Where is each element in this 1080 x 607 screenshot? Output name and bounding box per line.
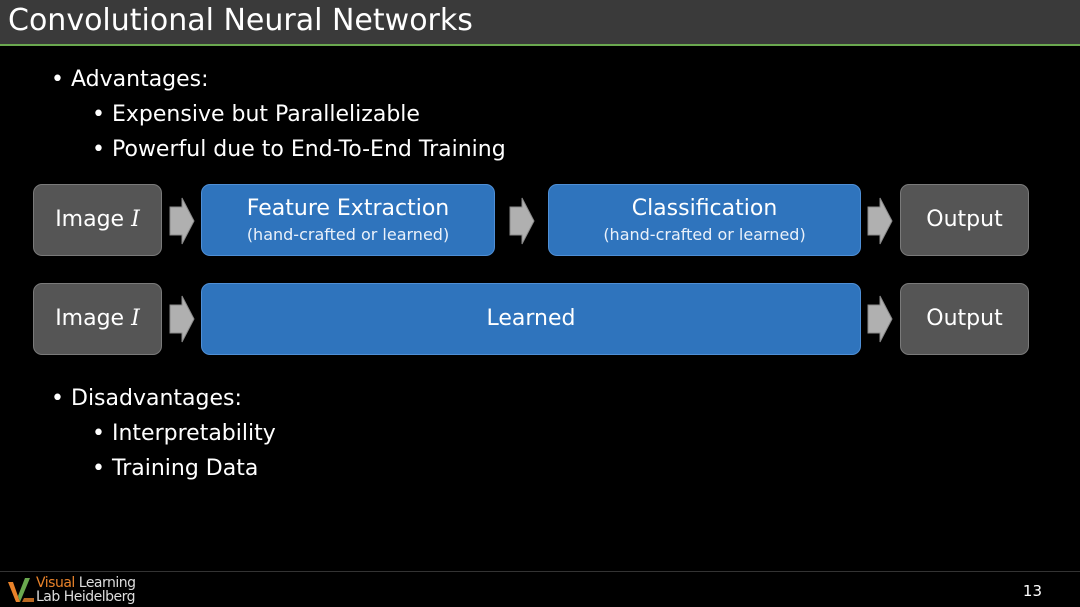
feature-extraction-title: Feature Extraction [246, 195, 450, 221]
classification-box: Classification (hand-crafted or learned) [548, 184, 861, 256]
pipeline1-output-box: Output [900, 184, 1029, 256]
advantages-heading-text: Advantages: [71, 67, 209, 92]
feature-extraction-box: Feature Extraction (hand-crafted or lear… [201, 184, 495, 256]
classification-title: Classification [631, 195, 778, 221]
visual-learning-lab-logo: Visual Learning Lab Heidelberg [6, 576, 136, 606]
advantages-heading: • Advantages: [51, 67, 209, 92]
disadvantage-item: • Training Data [92, 456, 259, 481]
bullet-dot: • [92, 137, 105, 162]
logo-lab: Lab [36, 589, 60, 605]
arrow-right-icon [509, 197, 535, 245]
pipeline1-input-box: Image I [33, 184, 162, 256]
classification-subtitle: (hand-crafted or learned) [603, 224, 806, 244]
slide-title: Convolutional Neural Networks [8, 3, 473, 38]
arrow-right-icon [867, 295, 893, 343]
pipeline2-input-box: Image I [33, 283, 162, 355]
logo-line1: Visual Learning [36, 576, 136, 591]
page-number: 13 [1022, 582, 1042, 600]
footer-divider [0, 571, 1080, 572]
disadvantage-item: • Interpretability [92, 421, 276, 446]
input-label-text: Image [55, 207, 125, 232]
title-bar: Convolutional Neural Networks [0, 0, 1080, 46]
arrow-right-icon [169, 295, 195, 343]
logo-isual: isual [44, 575, 76, 591]
vll-logo-icon [8, 578, 34, 602]
pipeline2-output-box: Output [900, 283, 1029, 355]
pipeline2-output-label: Output [926, 306, 1003, 331]
logo-heidelberg: Heidelberg [59, 589, 136, 605]
disadvantages-heading: • Disadvantages: [51, 386, 242, 411]
input-var: I [131, 207, 140, 232]
logo-line2: Lab Heidelberg [36, 589, 136, 605]
bullet-dot: • [51, 67, 64, 92]
disadvantage-item-text: Interpretability [112, 421, 276, 446]
advantage-item-text: Powerful due to End-To-End Training [112, 137, 506, 162]
learned-box: Learned [201, 283, 861, 355]
pipeline1-input-label: Image I [55, 207, 140, 233]
feature-extraction-subtitle: (hand-crafted or learned) [246, 224, 450, 244]
pipeline2-input-label: Image I [55, 306, 140, 332]
advantage-item: • Expensive but Parallelizable [92, 102, 420, 127]
arrow-right-icon [169, 197, 195, 245]
input-label-text: Image [55, 306, 125, 331]
disadvantage-item-text: Training Data [112, 456, 259, 481]
advantage-item-text: Expensive but Parallelizable [112, 102, 420, 127]
arrow-right-icon [867, 197, 893, 245]
learned-label: Learned [486, 306, 576, 331]
bullet-dot: • [92, 456, 105, 481]
logo-learning: Learning [74, 575, 136, 591]
bullet-dot: • [92, 421, 105, 446]
bullet-dot: • [51, 386, 64, 411]
bullet-dot: • [92, 102, 105, 127]
disadvantages-heading-text: Disadvantages: [71, 386, 242, 411]
logo-v: V [36, 575, 45, 591]
pipeline1-output-label: Output [926, 207, 1003, 232]
advantage-item: • Powerful due to End-To-End Training [92, 137, 506, 162]
input-var: I [131, 306, 140, 331]
